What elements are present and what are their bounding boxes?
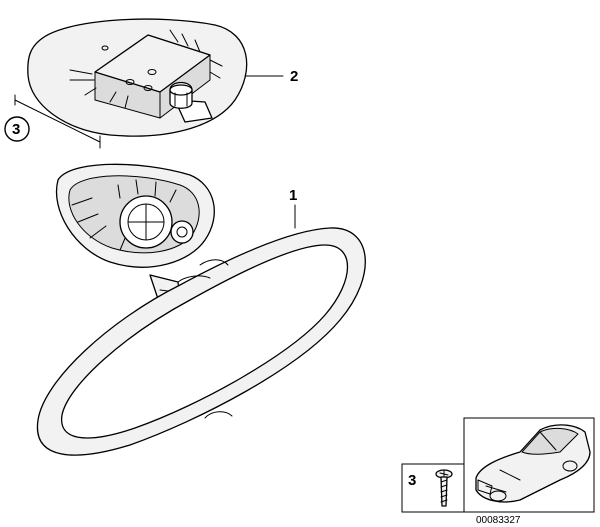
drawing-number: 00083327 bbox=[476, 515, 521, 526]
mounting-plate-icon bbox=[27, 18, 248, 137]
callout-3: 3 bbox=[12, 121, 20, 138]
bracket-3 bbox=[14, 94, 101, 149]
screw-icon bbox=[435, 469, 453, 507]
inset-callout-3: 3 bbox=[408, 472, 416, 489]
callout-circle-3 bbox=[4, 116, 30, 142]
car-icon bbox=[475, 424, 591, 503]
mirror-housing-icon bbox=[55, 163, 215, 306]
mirror-frame-icon bbox=[36, 227, 366, 456]
callout-2: 2 bbox=[290, 68, 298, 85]
callout-1: 1 bbox=[289, 187, 297, 204]
inset-screw-box bbox=[401, 463, 465, 513]
